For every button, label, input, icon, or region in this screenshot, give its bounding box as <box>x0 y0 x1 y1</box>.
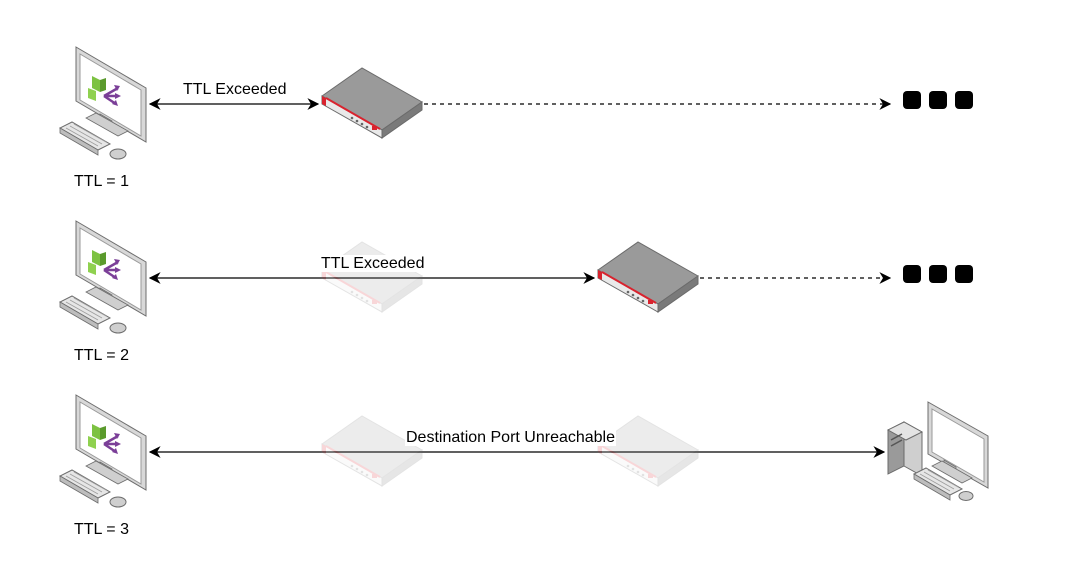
faded-router-icon-row2-hop1 <box>321 241 423 313</box>
ttl-label-row1: TTL = 1 <box>74 173 129 190</box>
edge-label-row2: TTL Exceeded <box>320 255 426 272</box>
router-icon-row2-hop2 <box>597 241 699 313</box>
client-monitor-icon-row3 <box>58 393 148 509</box>
ttl-label-row3: TTL = 3 <box>74 521 129 538</box>
ellipsis-icon-row1 <box>903 91 973 109</box>
ellipsis-icon-row2 <box>903 265 973 283</box>
router-icon-row1-hop1 <box>321 67 423 139</box>
faded-router-icon-row3-hop1 <box>321 415 423 487</box>
edge-label-row3: Destination Port Unreachable <box>405 429 617 446</box>
server-workstation-icon <box>886 401 989 501</box>
client-monitor-icon-row2 <box>58 219 148 335</box>
faded-router-icon-row3-hop2 <box>597 415 699 487</box>
client-monitor-icon-row1 <box>58 45 148 161</box>
edge-label-row1: TTL Exceeded <box>183 81 287 98</box>
ttl-label-row2: TTL = 2 <box>74 347 129 364</box>
